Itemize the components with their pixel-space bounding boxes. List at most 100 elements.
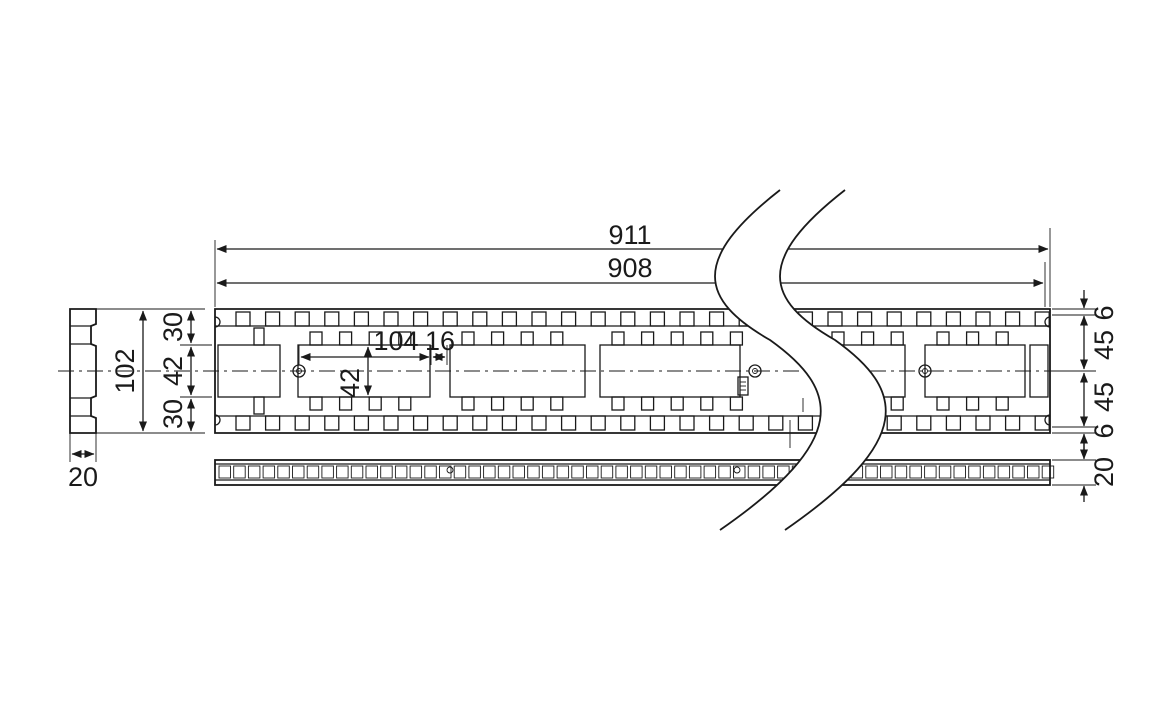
finger-bottom xyxy=(490,396,505,411)
tooth-bottom xyxy=(412,415,429,431)
finger-bottom xyxy=(640,396,655,411)
tooth-top xyxy=(1004,311,1021,327)
tooth-top xyxy=(560,311,577,327)
tooth-top xyxy=(590,311,606,327)
finger-top xyxy=(368,331,382,346)
tooth-bottom xyxy=(294,415,310,431)
finger-top xyxy=(890,331,904,346)
dimension-label-42-inner: 42 xyxy=(335,368,365,398)
tooth-top xyxy=(679,311,695,327)
mounting-hole xyxy=(918,364,932,378)
tooth-top xyxy=(945,311,962,327)
strip-cell xyxy=(439,465,452,479)
tooth-top xyxy=(856,311,873,327)
finger-bottom xyxy=(520,396,534,411)
tooth-bottom xyxy=(738,415,754,431)
strip-cell xyxy=(292,465,305,479)
dimension-16: 16 xyxy=(425,326,455,365)
finger-bottom xyxy=(890,396,904,411)
tooth-bottom xyxy=(324,415,340,431)
dimension-label-6-bottom: 6 xyxy=(1089,423,1119,438)
finger-bottom xyxy=(965,396,980,411)
finger-top xyxy=(611,331,625,346)
strip-cell xyxy=(1027,465,1040,479)
tooth-bottom xyxy=(797,415,814,431)
dimension-chain-right: 6 45 45 6 20 xyxy=(1052,290,1119,502)
dimension-label-45-upper: 45 xyxy=(1089,330,1119,360)
tooth-top xyxy=(649,311,666,327)
tooth-top xyxy=(264,311,281,327)
finger-top xyxy=(860,331,875,346)
finger-top xyxy=(729,331,744,346)
strip-cell xyxy=(527,465,540,479)
tooth-bottom xyxy=(264,415,281,431)
tooth-bottom xyxy=(768,415,784,431)
dimension-label-30-bottom: 30 xyxy=(158,399,188,429)
strip-cell xyxy=(718,465,731,479)
strip-cell xyxy=(380,465,393,479)
tooth-bottom xyxy=(235,415,251,431)
strip-cell xyxy=(880,465,893,479)
finger-bottom xyxy=(729,396,744,411)
strip-cell xyxy=(321,465,334,479)
finger-top xyxy=(398,331,412,346)
tooth-bottom xyxy=(620,415,636,431)
strip-cell xyxy=(747,465,761,479)
tooth-bottom xyxy=(975,415,991,431)
strip-cell xyxy=(409,465,423,479)
finger-bottom xyxy=(670,396,684,411)
strip-cell xyxy=(350,465,364,479)
plan-view xyxy=(58,308,1062,434)
strip-cell xyxy=(365,465,378,479)
finger-bottom xyxy=(368,396,382,411)
strip-cell xyxy=(424,465,437,479)
dimension-label-45-lower: 45 xyxy=(1089,382,1119,412)
strip-cell xyxy=(483,465,496,479)
tooth-top xyxy=(324,311,340,327)
finger-top xyxy=(461,331,475,346)
finger-bottom xyxy=(550,396,564,411)
finger-top xyxy=(670,331,684,346)
tooth-bottom xyxy=(649,415,666,431)
dimension-label-20-side: 20 xyxy=(68,462,98,492)
finger-bottom xyxy=(309,396,323,411)
finger-top xyxy=(936,331,950,346)
strip-cell xyxy=(306,465,320,479)
cable-window xyxy=(449,331,586,411)
cable-window xyxy=(599,331,744,411)
strip-cell xyxy=(997,465,1011,479)
dimension-label-20-strip: 20 xyxy=(1089,457,1119,487)
dimension-label-30-top: 30 xyxy=(158,312,188,342)
dimension-label-911: 911 xyxy=(608,220,651,250)
tooth-top xyxy=(442,311,458,327)
finger-top xyxy=(490,331,505,346)
strip-cell xyxy=(1012,465,1025,479)
dimension-label-908: 908 xyxy=(607,253,652,283)
finger-top xyxy=(965,331,980,346)
finger-bottom xyxy=(398,396,412,411)
finger-bottom xyxy=(700,396,714,411)
tooth-top xyxy=(886,311,902,327)
finger-top xyxy=(550,331,564,346)
strip-cell xyxy=(909,465,922,479)
tooth-bottom xyxy=(886,415,902,431)
finger-bottom xyxy=(611,396,625,411)
tooth-top xyxy=(412,311,429,327)
strip-cell xyxy=(468,465,481,479)
finger-bottom xyxy=(936,396,950,411)
tooth-top xyxy=(353,311,370,327)
tooth-top xyxy=(827,311,843,327)
finger-bottom xyxy=(338,396,353,411)
edge-notch xyxy=(214,414,221,426)
edge-notch xyxy=(214,316,221,328)
strip-cell xyxy=(615,465,628,479)
tooth-bottom xyxy=(708,415,725,431)
strip-cell xyxy=(1041,465,1055,479)
dimension-chain-left: 30 42 30 xyxy=(158,310,212,432)
side-profile-view xyxy=(69,308,205,462)
dimension-908: 908 xyxy=(216,253,1046,307)
tooth-bottom xyxy=(531,415,547,431)
tooth-bottom xyxy=(1004,415,1021,431)
strip-cell xyxy=(968,465,981,479)
